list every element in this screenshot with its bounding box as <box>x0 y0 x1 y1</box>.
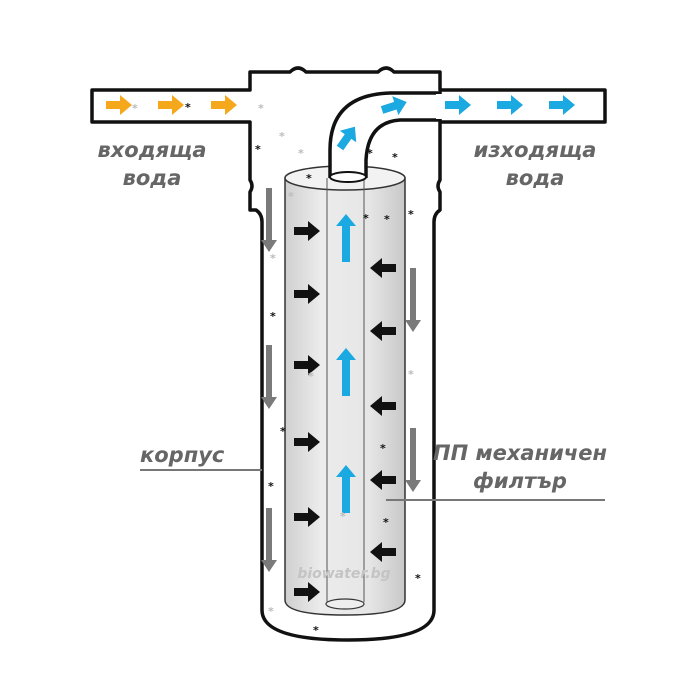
svg-text:*: * <box>255 143 261 156</box>
svg-text:*: * <box>280 425 286 438</box>
svg-text:*: * <box>132 102 138 115</box>
housing-label: корпус <box>140 443 225 467</box>
svg-text:*: * <box>185 101 191 114</box>
svg-text:*: * <box>340 510 346 523</box>
svg-text:*: * <box>279 130 285 143</box>
svg-text:*: * <box>408 368 414 381</box>
svg-text:*: * <box>298 147 304 160</box>
svg-text:*: * <box>363 212 369 225</box>
svg-text:*: * <box>383 516 389 529</box>
svg-text:*: * <box>306 172 312 185</box>
svg-text:*: * <box>270 310 276 323</box>
filter-label: филтър <box>473 469 567 493</box>
svg-text:*: * <box>288 190 294 203</box>
svg-text:*: * <box>384 213 390 226</box>
svg-text:*: * <box>258 102 264 115</box>
svg-text:*: * <box>367 147 373 160</box>
svg-text:*: * <box>268 480 274 493</box>
svg-text:*: * <box>408 208 414 221</box>
outlet-label: изходяща <box>474 138 597 162</box>
outlet-label: вода <box>506 166 565 190</box>
sediment-particles: ** ** ** ** ** ** ** ** ** ** ** ** * <box>132 101 421 637</box>
svg-text:*: * <box>270 252 276 265</box>
svg-text:*: * <box>392 151 398 164</box>
svg-text:*: * <box>308 370 314 383</box>
inlet-label: входяща <box>97 138 206 162</box>
watermark: biowater.bg <box>297 566 390 582</box>
svg-text:*: * <box>268 605 274 618</box>
svg-text:*: * <box>415 572 421 585</box>
inlet-label: вода <box>123 166 182 190</box>
svg-text:*: * <box>380 442 386 455</box>
filter-label: ПП механичен <box>433 441 607 465</box>
svg-text:*: * <box>313 624 319 637</box>
outlet-tube <box>328 91 442 178</box>
